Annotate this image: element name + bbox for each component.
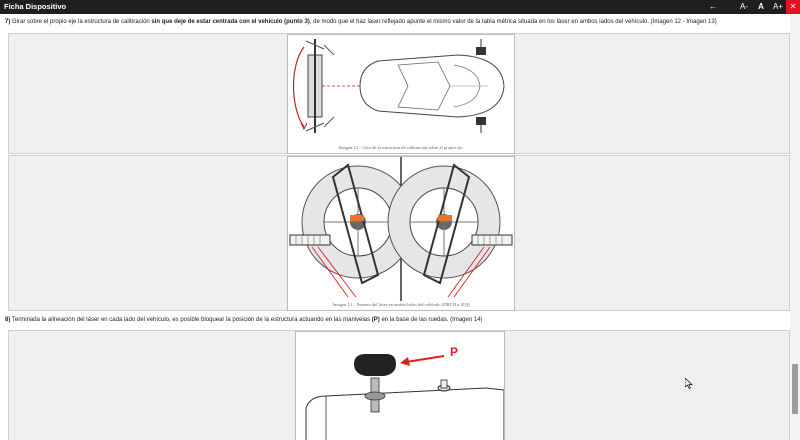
window-title: Ficha Dispositivo <box>4 2 67 11</box>
mouse-cursor-icon <box>685 378 693 389</box>
figure-14-panel: P <box>8 330 790 440</box>
step-7-text-a: Girar sobre el propio eje la estructura … <box>10 19 152 25</box>
figure-13: Imagen 13 – Puntero del láser en ambos l… <box>287 156 515 311</box>
step-7-bold: sin que deje de estar centrada con el ve… <box>151 19 310 25</box>
step-7-number: 7) <box>5 19 11 25</box>
figure-13-illustration <box>289 157 513 301</box>
font-decrease-button[interactable]: A- <box>740 2 748 11</box>
knob-label-p: P <box>450 345 459 359</box>
figure-12-panel: Imagen 12 – Giro de la estructura de cal… <box>8 33 790 154</box>
close-icon: ✕ <box>789 2 797 11</box>
font-increase-button[interactable]: A+ <box>772 2 783 11</box>
step-8-bold: (P) <box>371 317 380 323</box>
document-content: 7) Girar sobre el propio eje la estructu… <box>0 14 790 440</box>
figure-12-caption: Imagen 12 – Giro de la estructura de cal… <box>338 145 464 150</box>
figure-12: Imagen 12 – Giro de la estructura de cal… <box>287 34 515 154</box>
step-8-text-a: Terminada la alineación del láser en cad… <box>10 317 372 323</box>
step-7-paragraph: 7) Girar sobre el propio eje la estructu… <box>5 19 717 25</box>
step-7-text-b: , de modo que el haz láser reflejado apu… <box>309 19 717 25</box>
step-8-number: 8) <box>5 317 11 323</box>
close-button[interactable]: ✕ <box>786 0 800 14</box>
title-bar: Ficha Dispositivo ← A- A A+ ✕ <box>0 0 800 14</box>
figure-14-illustration <box>305 354 504 440</box>
figure-12-illustration <box>292 39 505 133</box>
figure-14: P <box>295 331 505 440</box>
back-button[interactable]: ← <box>706 0 720 14</box>
step-8-paragraph: 8) Terminada la alineación del láser en … <box>5 317 483 323</box>
arrow-left-icon: ← <box>709 2 717 11</box>
scrollbar-thumb[interactable] <box>792 364 798 414</box>
figure-13-caption: Imagen 13 – Puntero del láser en ambos l… <box>332 302 470 307</box>
font-default-button[interactable]: A <box>758 2 764 11</box>
step-8-text-b: en la base de las ruedas. (Imagen 14) <box>379 317 483 323</box>
figure-13-panel: Imagen 13 – Puntero del láser en ambos l… <box>8 155 790 311</box>
vertical-scrollbar[interactable] <box>790 14 800 440</box>
